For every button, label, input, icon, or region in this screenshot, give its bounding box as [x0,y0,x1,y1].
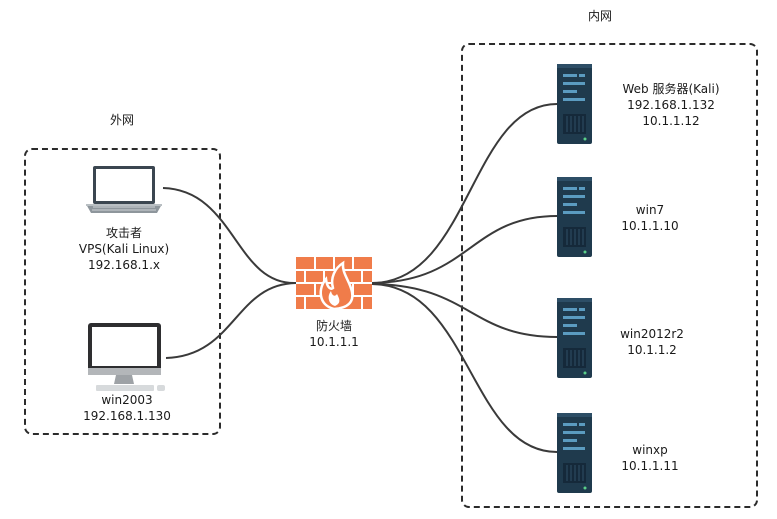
link-firewall-win2012r2 [371,283,558,338]
link-attacker-firewall [162,187,297,285]
win7-name: win7 [635,203,665,217]
win2012r2-ip: 10.1.1.2 [627,343,677,357]
internal-zone-title: 内网 [587,9,613,23]
web-server-ip-2: 10.1.1.12 [642,114,700,128]
winxp-label: winxp 10.1.1.11 [621,442,678,474]
link-firewall-winxp [371,283,558,453]
winxp-name: winxp [632,443,668,457]
firewall-name: 防火墙 [315,319,352,333]
attacker-host: VPS(Kali Linux) [78,242,170,256]
win2003-ip: 192.168.1.130 [83,409,171,423]
web-server-label: Web 服务器(Kali) 192.168.1.132 10.1.1.12 [622,81,719,129]
external-network-zone [24,148,221,435]
server-icon-web-server [557,64,592,144]
laptop-icon [86,166,162,213]
link-firewall-web-server [371,103,558,284]
server-icon-win7 [557,177,592,257]
win2003-label: win2003 192.168.1.130 [83,392,171,424]
attacker-label: 攻击者 VPS(Kali Linux) 192.168.1.x [79,225,169,273]
server-icon-win2012r2 [557,298,592,378]
winxp-ip: 10.1.1.11 [621,459,679,473]
link-win2003-firewall [165,282,297,359]
firewall-icon [296,257,372,311]
win7-label: win7 10.1.1.10 [621,202,678,234]
link-firewall-win7 [371,215,558,284]
web-server-name: Web 服务器(Kali) [622,82,720,96]
web-server-ip-1: 192.168.1.132 [627,98,715,112]
internal-network-zone [461,43,758,508]
firewall-ip: 10.1.1.1 [309,335,359,349]
win2012r2-name: win2012r2 [620,327,684,341]
firewall-label: 防火墙 10.1.1.1 [309,318,359,350]
desktop-icon [88,323,165,391]
attacker-role: 攻击者 [105,226,143,240]
attacker-ip: 192.168.1.x [87,258,160,272]
links [162,103,558,453]
win2012r2-label: win2012r2 10.1.1.2 [620,326,684,358]
server-icon-winxp [557,413,592,493]
win2003-name: win2003 [101,393,153,407]
external-zone-title: 外网 [109,113,135,127]
win7-ip: 10.1.1.10 [621,219,679,233]
